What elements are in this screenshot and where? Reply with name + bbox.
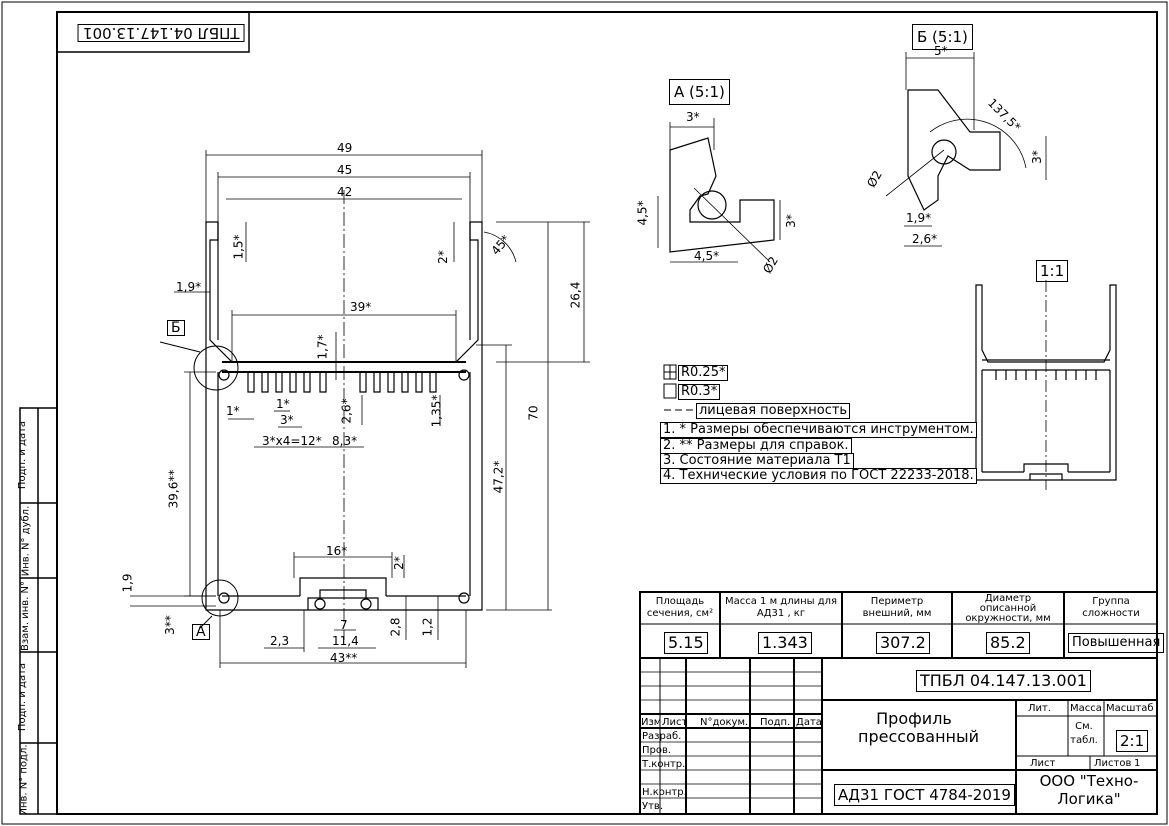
detail-a-view: [657, 118, 781, 263]
dim-2-6: 2,6*: [339, 398, 354, 424]
sheet-label: Лист: [1030, 758, 1056, 769]
col-header-date: Дата: [796, 717, 822, 728]
row-developed: Разраб.: [642, 731, 682, 742]
overview-view: [975, 280, 1117, 490]
param-header-perimeter: Периметр внешний, мм: [862, 596, 932, 619]
note-3: 3. Состояние материала Т1: [660, 453, 854, 469]
dim-2-8: 2,8: [388, 617, 403, 637]
sheets-label: Листов: [1094, 758, 1132, 769]
dim-43: 43**: [330, 651, 358, 665]
detail-b-dim-5: 1,9*: [906, 211, 932, 225]
legend-symbols: [663, 364, 694, 411]
dim-47-2: 47,2*: [491, 460, 506, 494]
param-header-group: Группа сложности: [1082, 596, 1140, 619]
param-header-diameter: Диаметр описанной окружности, мм: [965, 593, 1051, 624]
dim-45: 45: [337, 163, 353, 177]
side-strip-label-3: Взам. инв. N°: [19, 581, 31, 651]
dim-2-3: 2,3: [270, 634, 290, 648]
note-2: 2. ** Размеры для справок.: [660, 438, 852, 454]
title-block-code: ТПБЛ 04.147.13.001: [916, 670, 1091, 692]
mass-label: Масса: [1070, 703, 1102, 714]
dim-2b: 2*: [391, 556, 406, 570]
dim-42: 42: [337, 185, 353, 199]
detail-b-title: Б (5:1): [912, 24, 973, 50]
param-value-group: Повышенная: [1068, 633, 1165, 653]
dim-1-9b: 1,9: [120, 573, 135, 593]
detail-b-dim-6: 2,6*: [912, 232, 938, 246]
col-header-izm: Изм.: [641, 717, 665, 728]
sheets-value: 1: [1134, 758, 1141, 769]
row-tech-control: Т.контр.: [642, 759, 686, 770]
dim-8-3: 8,3*: [332, 434, 358, 448]
section-b-label: Б: [167, 320, 185, 336]
main-section-view: [205, 221, 483, 611]
title-block-material: АД31 ГОСТ 4784-2019: [834, 784, 1015, 806]
section-a-label: А: [192, 624, 210, 640]
detail-b-dim-1: 5*: [934, 44, 948, 58]
dimension-lines: [130, 150, 590, 668]
dim-1-35: 1,35*: [429, 394, 444, 428]
param-header-area: Площадь сечения, см²: [646, 596, 714, 619]
detail-b-view: [885, 52, 1047, 247]
symbol-face-surface: лицевая поверхность: [696, 403, 851, 419]
title-block-company: ООО "Техно-Логика": [1039, 772, 1139, 808]
dim-49: 49: [337, 141, 353, 155]
dim-1-7: 1,7*: [315, 334, 330, 360]
dim-39: 39*: [350, 300, 372, 314]
dim-3: 3*: [280, 413, 294, 427]
title-block-name: Профиль прессованный: [858, 709, 980, 746]
scale-label: Масштаб: [1106, 703, 1154, 714]
param-value-perimeter: 307.2: [876, 632, 930, 654]
dim-1-9: 1,9*: [176, 280, 202, 294]
side-strip-label-4: Подп. и дата: [17, 662, 29, 732]
detail-a-title: А (5:1): [669, 79, 730, 105]
dim-11-4: 11,4: [332, 634, 359, 648]
dim-7: 7: [340, 618, 348, 632]
overview-title: 1:1: [1036, 260, 1069, 282]
side-strip: [19, 407, 58, 815]
row-checked: Пров.: [642, 745, 672, 756]
note-4: 4. Технические условия по ГОСТ 22233-201…: [660, 468, 977, 484]
scale-value: 2:1: [1116, 730, 1149, 752]
detail-a-dim-4: 3*: [783, 214, 798, 228]
dim-3b: 3**: [162, 615, 177, 635]
symbol-r03: R0.3*: [678, 384, 721, 400]
symbol-r025: R0.25*: [678, 365, 729, 381]
detail-a-dim-1: 3*: [686, 110, 700, 124]
dim-2: 2*: [435, 250, 450, 264]
param-header-mass: Масса 1 м длины для АД31 , кг: [724, 596, 838, 619]
detail-a-dim-2: 4,5*: [635, 200, 650, 226]
col-header-sign: Подп.: [760, 717, 791, 728]
row-approved: Утв.: [642, 801, 663, 812]
col-header-doc: N°докум.: [700, 717, 749, 728]
dim-1-5: 1,5*: [231, 234, 246, 260]
detail-a-dim-3: 4,5*: [694, 249, 720, 263]
detail-b-dim-3: 3*: [1029, 150, 1044, 164]
param-value-area: 5.15: [664, 632, 708, 654]
dim-1-2: 1,2: [420, 617, 435, 637]
dim-26-4: 26,4: [568, 281, 583, 309]
side-strip-label-1: Подп. и дата: [17, 420, 29, 490]
side-strip-label-5: Инв. N° подл.: [18, 744, 30, 816]
drawing-code-stamp: ТПБЛ 04.147.13.001: [78, 24, 245, 42]
title-block-frame: [639, 591, 1158, 815]
param-value-diameter: 85.2: [986, 632, 1030, 654]
col-header-list: Лист: [662, 717, 688, 728]
param-value-mass: 1.343: [758, 632, 812, 654]
mass-value: См. табл.: [1070, 721, 1098, 746]
dim-39-6: 39,6**: [166, 469, 181, 509]
dim-3x4: 3*x4=12*: [262, 434, 322, 448]
lit-label: Лит.: [1028, 703, 1052, 714]
row-norm-control: Н.контр.: [642, 787, 687, 798]
dim-70: 70: [526, 405, 541, 421]
dim-16: 16*: [326, 544, 348, 558]
dim-1b: 1*: [276, 397, 290, 411]
dim-1a: 1*: [226, 404, 240, 418]
note-1: 1. * Размеры обеспечиваются инструментом…: [660, 422, 977, 438]
side-strip-label-2: Инв. N° дубл.: [20, 505, 32, 577]
